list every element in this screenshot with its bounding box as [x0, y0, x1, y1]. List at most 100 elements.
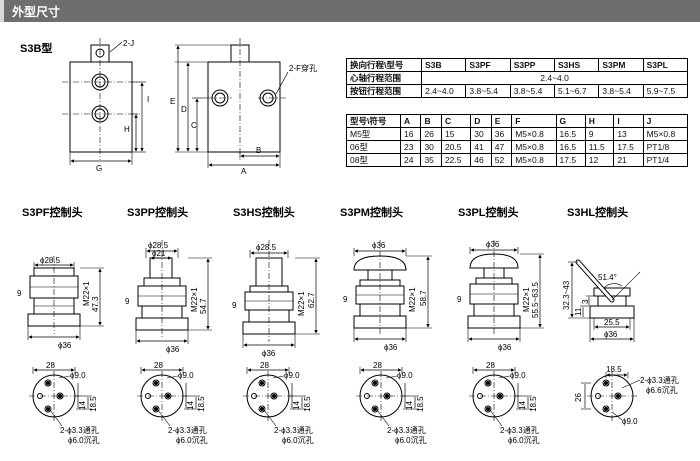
dim: 9	[343, 295, 348, 304]
table-row: 心轴行程范围 2.4~4.0	[345, 71, 688, 85]
dim: ϕ36	[604, 330, 618, 339]
dim: ϕ36	[384, 343, 398, 352]
dim: ϕ9.0	[178, 371, 194, 380]
dim: ϕ36	[372, 241, 386, 250]
table-header-cell: A	[399, 114, 422, 128]
dim: ϕ36	[262, 349, 276, 358]
header-accent-bar	[0, 0, 4, 22]
section-header: 外型尺寸	[0, 0, 700, 22]
table-header-cell: B	[420, 114, 442, 128]
dim: 9	[17, 289, 22, 298]
table-row: 08型 24 35 22.5 46 52 M5×0.8 17.5 12 21 P…	[346, 153, 689, 167]
head-title: S3HS控制头	[233, 205, 295, 219]
head-title: S3PM控制头	[340, 205, 403, 219]
table-cell: 22.5	[440, 153, 472, 167]
table-cell: 2.4~4.0	[421, 84, 467, 98]
table-header-cell: E	[490, 114, 513, 128]
dim: 25.5	[604, 318, 620, 327]
table-header-cell: I	[613, 114, 644, 128]
table-cell: 3.8~5.4	[509, 84, 556, 98]
dim: ϕ9.0	[510, 371, 526, 380]
table-header-cell: C	[440, 114, 472, 128]
dim: 14	[405, 401, 414, 410]
table-cell: PT1/8	[642, 140, 689, 154]
table-header-cell: S3HS	[554, 58, 600, 72]
dim: 2-ϕ3.3通孔	[387, 425, 426, 435]
table-cell: 5.1~6.7	[554, 84, 600, 98]
dim: 18.5	[197, 396, 206, 412]
table-cell: 46	[470, 153, 492, 167]
head-s3pf: S3PF控制头 ϕ28.5 9 M22×1 47.3 ϕ36 28 ϕ9.0	[17, 205, 104, 445]
dim-a: A	[241, 167, 247, 176]
dim: ϕ6.0沉孔	[508, 436, 540, 445]
head-title: S3PF控制头	[22, 205, 83, 219]
table-cell: 16.5	[555, 140, 586, 154]
dim: 9	[125, 297, 130, 306]
dim: 26	[574, 393, 583, 402]
dim: ϕ21	[152, 249, 166, 258]
table-row: 按钮行程范围 2.4~4.0 3.8~5.4 3.8~5.4 5.1~6.7 3…	[345, 84, 689, 98]
table-row: M5型 16 26 15 30 36 M5×0.8 16.5 9 13 M5×0…	[346, 127, 689, 141]
section-title: 外型尺寸	[12, 5, 61, 19]
table-cell: 17.5	[555, 153, 586, 167]
table-cell: M5×0.8	[511, 153, 557, 167]
table-header-cell: D	[470, 114, 492, 128]
dim: 3	[581, 299, 590, 304]
dim: 14	[292, 401, 301, 410]
dim: 47.3	[91, 296, 100, 312]
s3b-side-view	[175, 38, 289, 168]
dim: ϕ36	[166, 345, 180, 354]
dimension-table: 型号\符号 A B C D E F G H I J M5型 16 26 15 3…	[346, 114, 689, 167]
dim: 2-ϕ3.3通孔	[500, 425, 539, 435]
table-header-cell: H	[584, 114, 615, 128]
table-cell: M5×0.8	[511, 140, 557, 154]
table-cell: 52	[490, 153, 513, 167]
s3b-front-view	[62, 38, 146, 165]
table-cell: 3.8~5.4	[598, 84, 644, 98]
technical-drawing: S3B型 2-J G I H	[17, 38, 679, 445]
dim: 2-ϕ3.3通孔	[274, 425, 313, 435]
dim: 18.5	[416, 396, 425, 412]
dim: ϕ28.5	[40, 256, 61, 265]
table-cell: 41	[470, 140, 492, 154]
table-cell: 9	[584, 127, 615, 141]
s3b-title: S3B型	[20, 41, 52, 55]
dim: 18.5	[303, 396, 312, 412]
dim-c: C	[191, 121, 197, 130]
dim: ϕ28.5	[148, 241, 169, 250]
table-cell: 21	[613, 153, 644, 167]
dim: M22×1	[82, 281, 91, 306]
table-header-cell: S3B	[421, 58, 467, 72]
head-s3hs: S3HS控制头 ϕ28.5 9 M22×1 62.7 ϕ36 28 ϕ9.0	[232, 205, 320, 445]
head-title: S3HL控制头	[567, 205, 628, 219]
dim: M22×1	[297, 291, 306, 316]
table-header-cell: F	[511, 114, 557, 128]
table-cell: 24	[399, 153, 422, 167]
table-header-cell: J	[642, 114, 689, 128]
dim-b: B	[256, 146, 261, 155]
head-title: S3PP控制头	[127, 205, 188, 219]
table-cell: 17.5	[613, 140, 644, 154]
dim: ϕ9.0	[397, 371, 413, 380]
dim: M22×1	[522, 287, 531, 312]
table-header-cell: S3PP	[509, 58, 556, 72]
table-header-cell: G	[555, 114, 586, 128]
table-header-cell: 换向行程\型号	[345, 58, 423, 72]
dim: ϕ9.0	[284, 371, 300, 380]
dim-i: I	[147, 95, 149, 104]
table-cell: 08型	[346, 153, 401, 167]
dim: 58.7	[419, 290, 428, 306]
dim: 55.5~63.5	[531, 282, 540, 318]
table-cell: 13	[613, 127, 644, 141]
dim-h: H	[124, 125, 130, 134]
table-cell: 5.9~7.5	[642, 84, 689, 98]
table-header-cell: S3PF	[465, 58, 511, 72]
dim: ϕ36	[498, 343, 512, 352]
table-cell: 3.8~5.4	[465, 84, 511, 98]
dim: ϕ6.6沉孔	[646, 386, 678, 395]
table-cell: PT1/4	[642, 153, 689, 167]
dim-2f: 2-F穿孔	[289, 63, 317, 73]
table-cell: 2.4~4.0	[421, 71, 688, 85]
table-row-label: 心轴行程范围	[345, 71, 423, 85]
table-cell: 12	[584, 153, 615, 167]
